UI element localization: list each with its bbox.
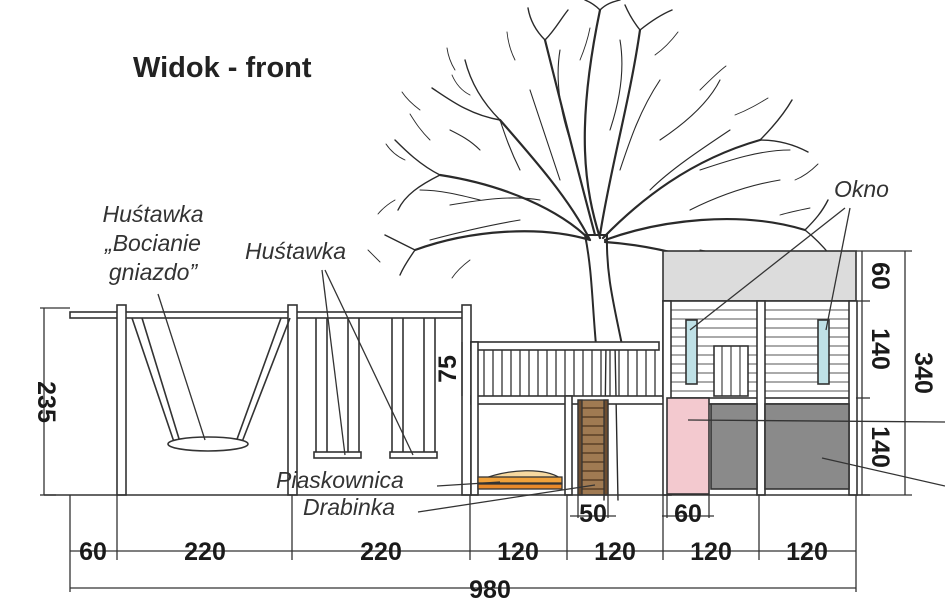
platform-post-left: [470, 341, 479, 496]
dim-seg-220-b: 220: [360, 538, 402, 566]
dim-roof-height: 60: [866, 262, 894, 290]
lower-panel-2: [764, 403, 850, 490]
leader-lines: [157, 207, 945, 513]
label-nest-swing: Huśtawka „Bocianie gniazdo”: [78, 200, 228, 287]
dim-seg-220-a: 220: [184, 538, 226, 566]
dim-seg-120-b: 120: [594, 538, 636, 566]
label-nest-swing-line1: Huśtawka: [102, 201, 204, 227]
ladder: [577, 399, 609, 496]
nest-swing: [131, 317, 291, 452]
swing-top-beam: [69, 311, 471, 319]
railing-balusters: [483, 350, 656, 396]
dim-lower-height: 140: [866, 426, 894, 468]
play-house: [662, 250, 858, 496]
house-post-middle: [756, 300, 766, 496]
swing-frame: [69, 304, 472, 496]
dim-railing-height: 75: [434, 355, 462, 383]
seat-swings: [313, 318, 438, 459]
label-swing: Huśtawka: [245, 238, 346, 264]
label-nest-swing-line2: „Bocianie: [105, 230, 201, 256]
label-window: Okno: [834, 176, 889, 202]
dim-upper-height: 140: [866, 328, 894, 370]
swing-post-left: [116, 304, 127, 496]
dim-total-height-left: 235: [32, 381, 60, 423]
dim-total-height-right: 340: [909, 352, 937, 394]
window-right: [817, 319, 830, 385]
dimension-lines: [40, 250, 912, 592]
dim-total-width: 980: [469, 576, 511, 604]
dim-seg-60: 60: [79, 538, 107, 566]
label-sandbox: Piaskownica: [276, 467, 404, 493]
window-left: [685, 319, 698, 385]
door: [666, 397, 710, 495]
label-ladder: Drabinka: [303, 494, 396, 520]
dim-door-width: 60: [674, 500, 702, 528]
dim-seg-120-d: 120: [786, 538, 828, 566]
sandbox: [477, 470, 563, 490]
railing-top: [470, 341, 660, 351]
lower-panel-1: [710, 403, 758, 490]
label-nest-swing-line3: gniazdo”: [108, 259, 198, 285]
dim-seg-120-c: 120: [690, 538, 732, 566]
platform-post-middle: [564, 395, 573, 496]
page-title: Widok - front: [133, 52, 312, 84]
tree-illustration: [367, 0, 841, 501]
dim-seg-120-a: 120: [497, 538, 539, 566]
dim-ladder-width: 50: [579, 500, 607, 528]
dimension-labels: 235 75 60 140 140 340 50 60 60 220 220 1…: [32, 262, 937, 604]
swing-post-right: [461, 304, 472, 496]
